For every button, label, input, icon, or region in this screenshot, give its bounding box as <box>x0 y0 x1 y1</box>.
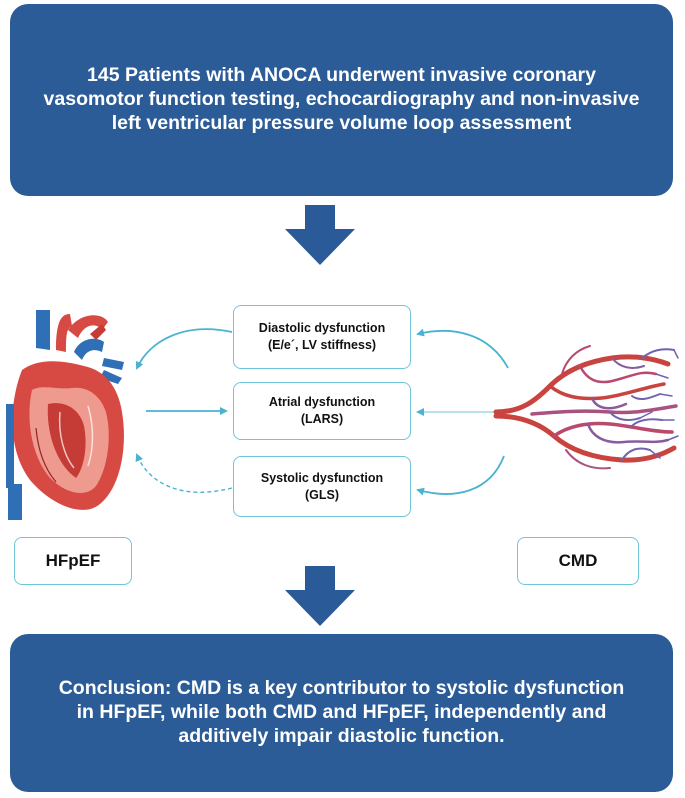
methods-text: 145 Patients with ANOCA underwent invasi… <box>43 64 640 134</box>
arrow-diastolic-to-heart <box>135 328 233 370</box>
hfpef-label-box: HFpEF <box>14 537 132 585</box>
systolic-subtitle: (GLS) <box>304 487 340 502</box>
atrial-title: Atrial dysfunction <box>268 395 376 410</box>
atrial-dysfunction-box: Atrial dysfunction (LARS) <box>233 382 411 440</box>
diastolic-dysfunction-box: Diastolic dysfunction (E/e´, LV stiffnes… <box>233 305 411 369</box>
diastolic-subtitle: (E/e´, LV stiffness) <box>267 338 377 352</box>
systolic-dysfunction-box: Systolic dysfunction (GLS) <box>233 456 411 517</box>
down-arrow-icon <box>285 205 355 265</box>
diastolic-title: Diastolic dysfunction <box>258 321 386 336</box>
methods-box: 145 Patients with ANOCA underwent invasi… <box>10 4 673 196</box>
heart-icon <box>6 310 124 520</box>
conclusion-text: Conclusion: CMD is a key contributor to … <box>58 677 625 747</box>
cmd-label-box: CMD <box>517 537 639 585</box>
arrow-vessels-to-systolic <box>416 455 505 496</box>
down-arrow-icon <box>285 566 355 626</box>
arrow-vessels-to-diastolic <box>416 328 509 369</box>
systolic-title: Systolic dysfunction <box>260 470 384 485</box>
cmd-label: CMD <box>558 550 598 570</box>
conclusion-box: Conclusion: CMD is a key contributor to … <box>10 634 673 792</box>
blood-vessels-icon <box>493 345 679 470</box>
arrow-systolic-to-heart <box>135 453 233 493</box>
hfpef-label: HFpEF <box>45 550 101 570</box>
atrial-subtitle: (LARS) <box>300 412 344 426</box>
